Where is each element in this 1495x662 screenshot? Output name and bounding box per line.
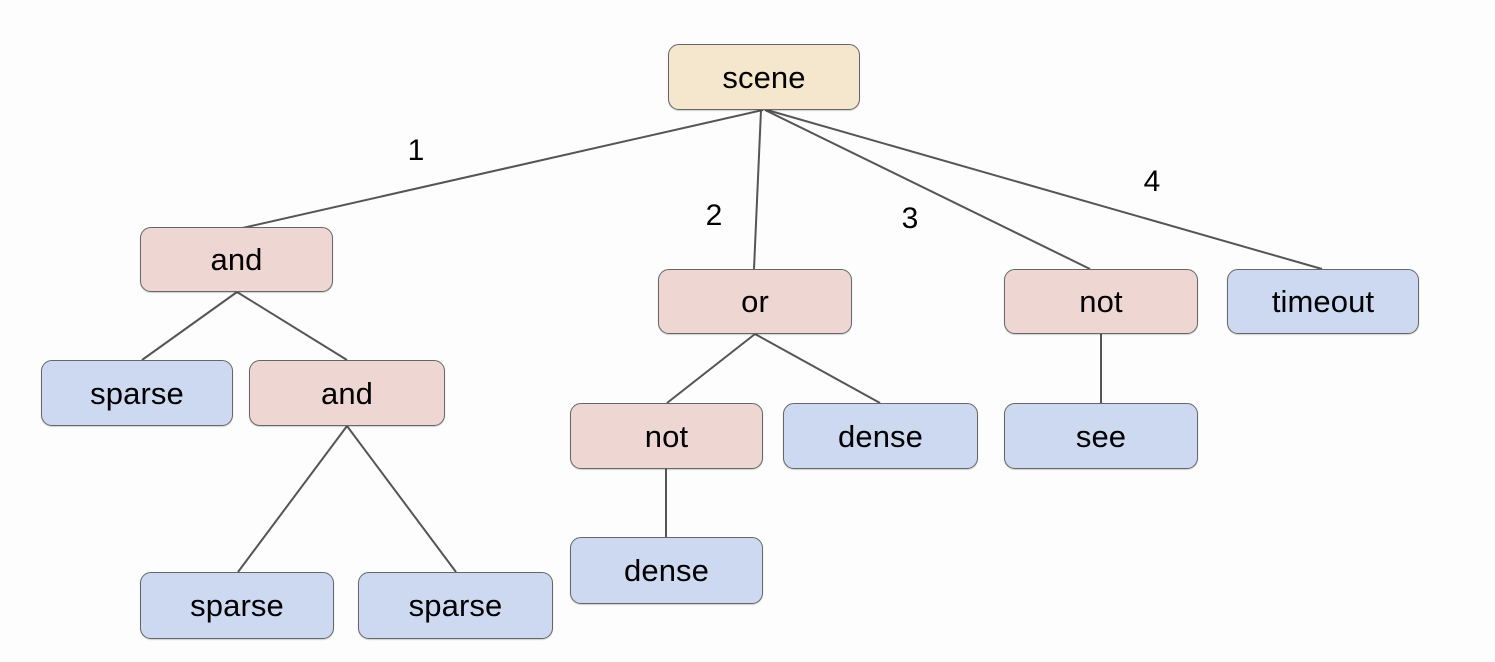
- edge-scene-to-timeout1: [766, 109, 1323, 270]
- edge-label-2: 2: [705, 199, 723, 232]
- tree-node-dense2[interactable]: dense: [570, 537, 763, 604]
- edge-or1-to-dense1: [754, 333, 881, 404]
- tree-node-scene[interactable]: scene: [668, 44, 860, 110]
- edge-and2-to-sparse2: [237, 425, 348, 573]
- tree-node-not2[interactable]: not: [1004, 269, 1198, 334]
- tree-node-see1[interactable]: see: [1004, 403, 1198, 469]
- edge-or1-to-not1: [666, 333, 756, 404]
- tree-node-or1[interactable]: or: [658, 269, 852, 334]
- tree-node-sparse2[interactable]: sparse: [140, 572, 334, 639]
- edge-label-4: 4: [1143, 165, 1161, 198]
- tree-node-sparse1[interactable]: sparse: [41, 360, 233, 426]
- edge-and1-to-and2: [236, 291, 348, 361]
- edge-scene-to-and1: [237, 109, 764, 230]
- edge-and2-to-sparse3: [346, 425, 457, 573]
- tree-node-not1[interactable]: not: [570, 403, 763, 469]
- tree-node-and2[interactable]: and: [249, 360, 445, 426]
- edge-scene-to-or1: [753, 109, 762, 270]
- tree-node-sparse3[interactable]: sparse: [358, 572, 553, 639]
- tree-node-timeout1[interactable]: timeout: [1227, 269, 1419, 334]
- edge-scene-to-not2: [764, 109, 1091, 270]
- tree-node-dense1[interactable]: dense: [783, 403, 978, 469]
- edge-and1-to-sparse1: [141, 291, 238, 361]
- edge-label-3: 3: [901, 202, 919, 235]
- edge-label-1: 1: [407, 134, 425, 167]
- tree-node-and1[interactable]: and: [140, 227, 333, 292]
